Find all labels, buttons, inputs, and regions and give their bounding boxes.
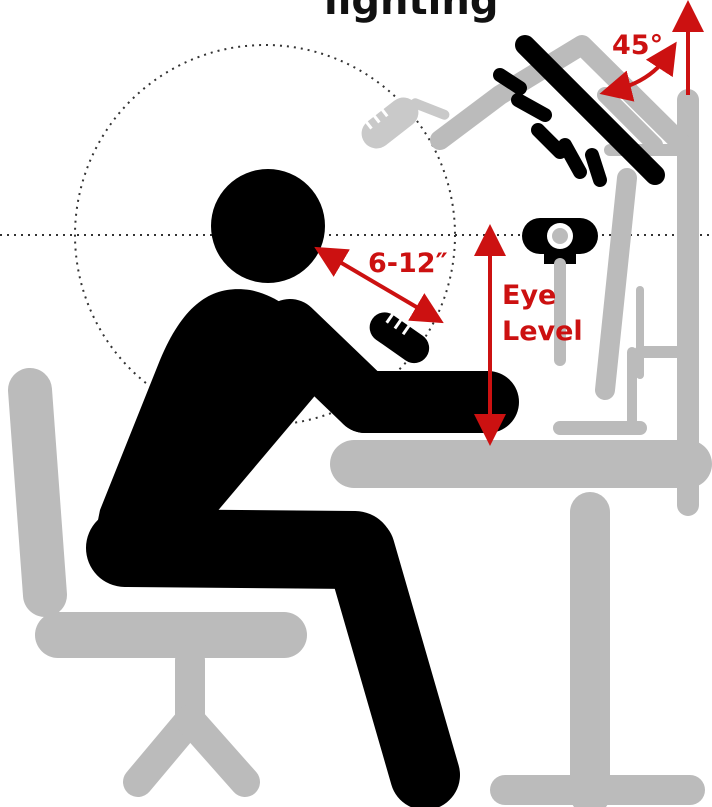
- eye-level-label-line2: Level: [502, 316, 583, 347]
- microphone-icon-faded: [351, 75, 445, 164]
- title-fragment: lighting: [324, 0, 498, 24]
- angle-label: 45°: [612, 30, 663, 61]
- eye-level-label-line1: Eye: [502, 280, 556, 311]
- distance-label: 6-12″: [368, 248, 448, 279]
